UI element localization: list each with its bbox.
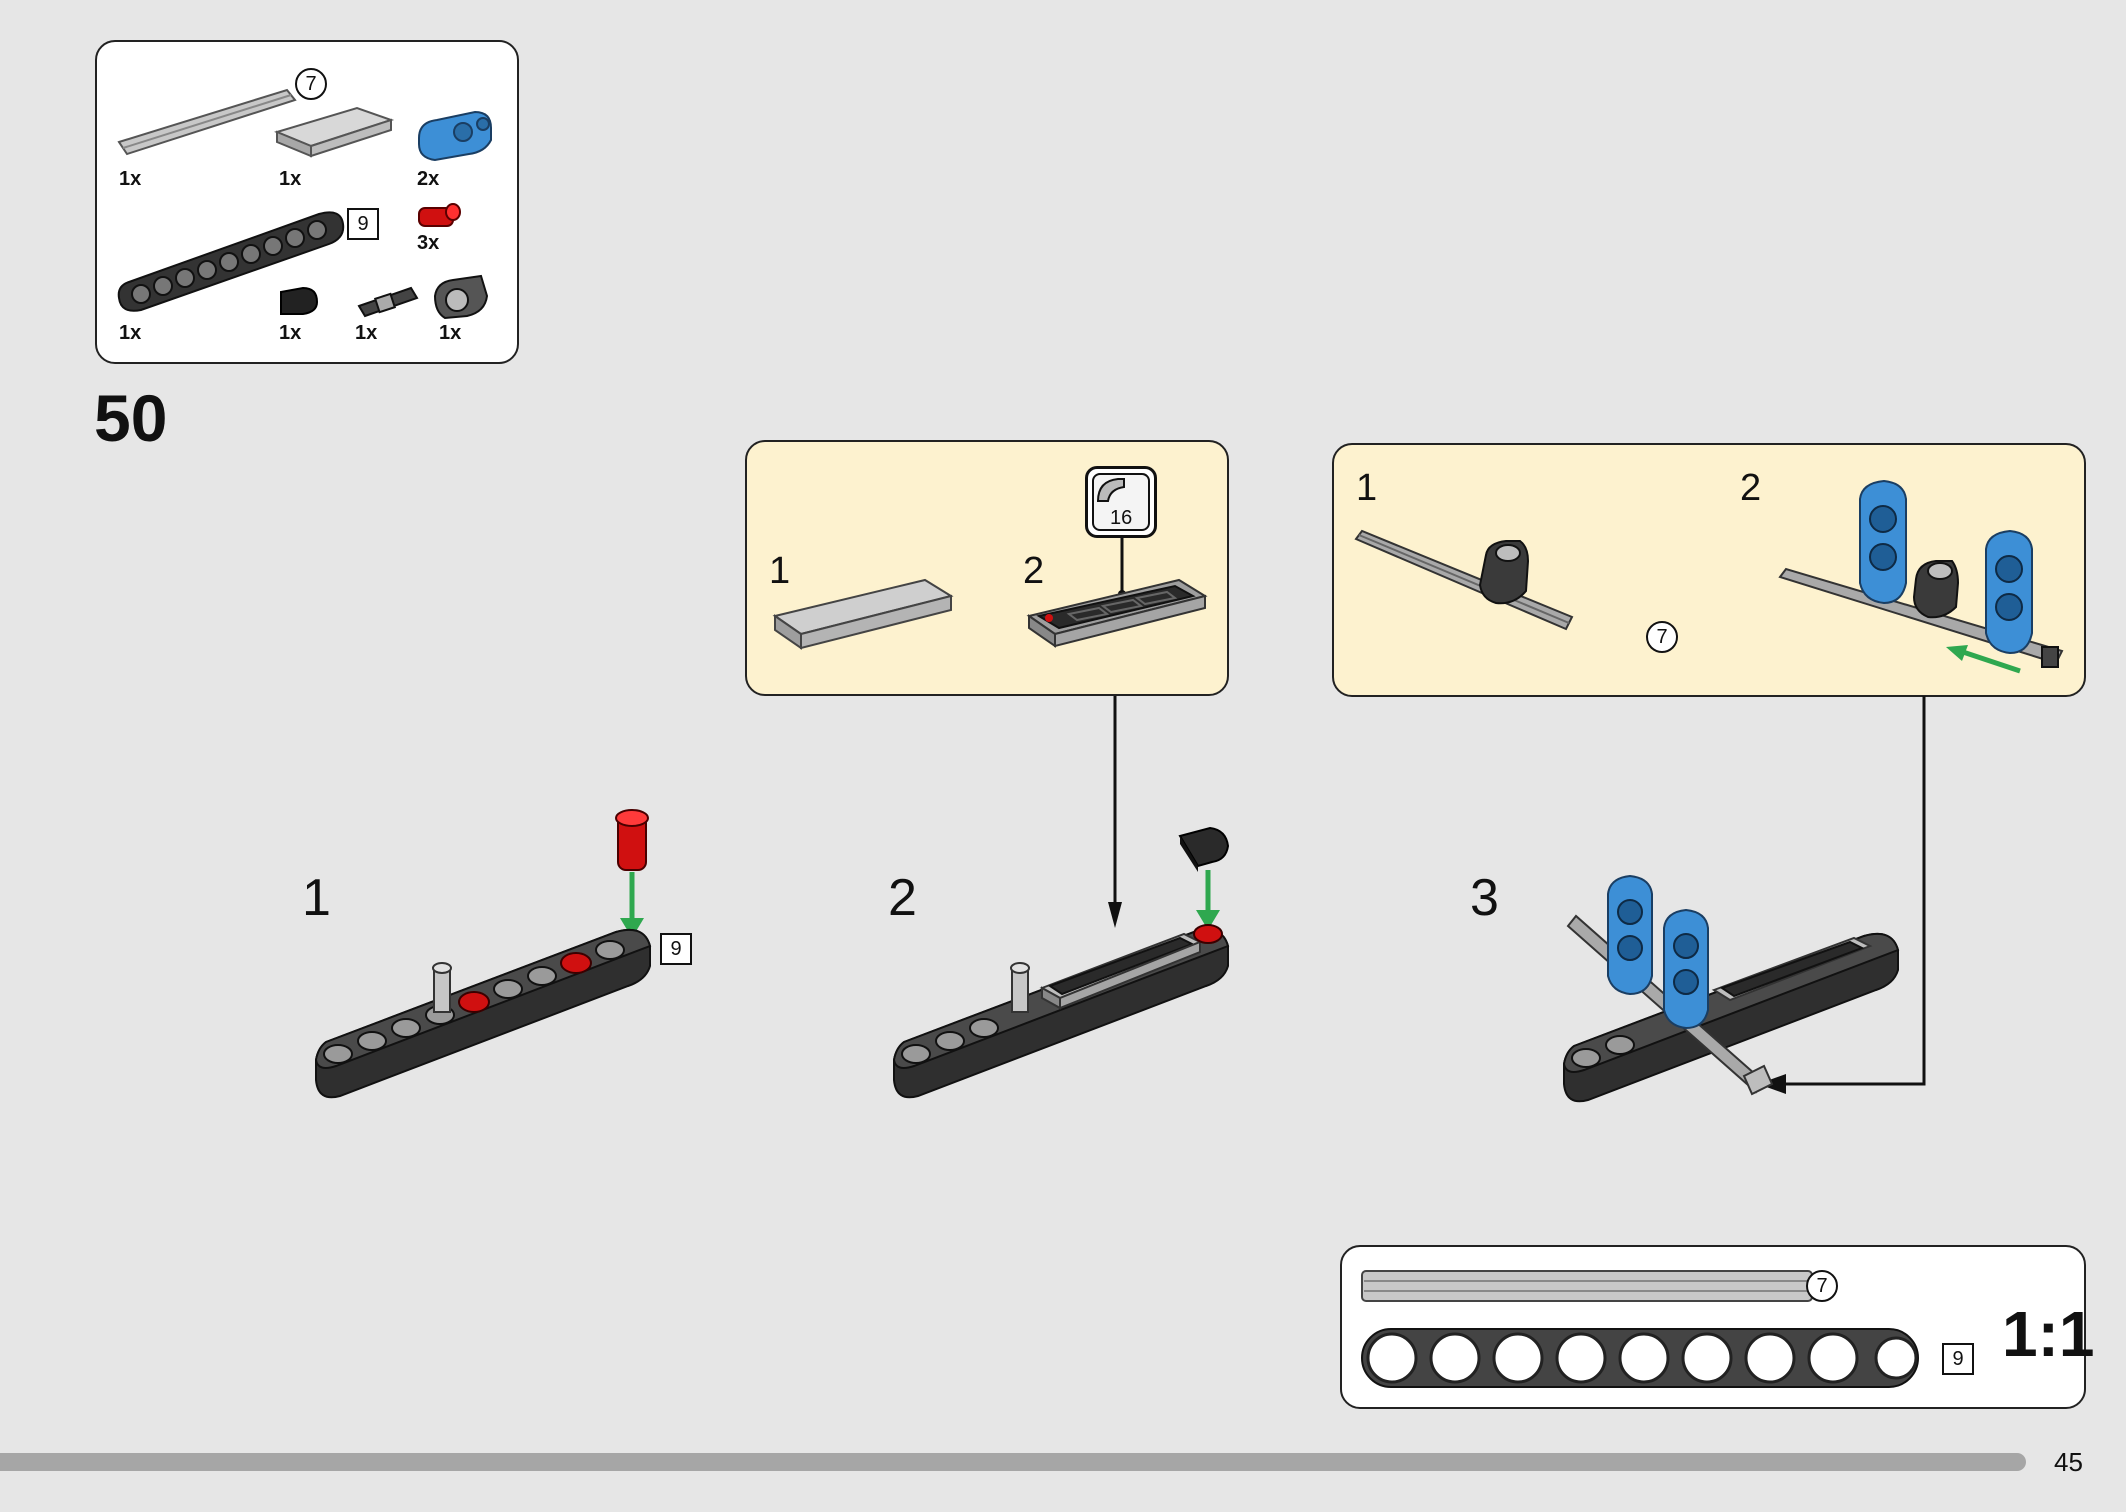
liftarm-part-image (117, 211, 345, 312)
axle-qty: 1x (119, 168, 142, 190)
plain-tile-image (772, 578, 954, 650)
curved-tile-part-image (280, 286, 319, 315)
green-push-arrow (1946, 645, 2021, 674)
scale-liftarm-image (1361, 1328, 1919, 1388)
scale-axle-length-badge: 7 (1806, 1270, 1838, 1302)
axle-pin-qty: 1x (355, 322, 378, 344)
curved-tile-qty: 1x (279, 322, 302, 344)
blue-connector-part-image (418, 110, 492, 162)
substep-1-model-image (314, 809, 652, 1099)
cross-block-qty: 1x (439, 322, 462, 344)
scale-ratio: 1:1 (2002, 1298, 2095, 1370)
substep-1-number: 1 (302, 869, 331, 927)
axle-part-image (117, 88, 297, 156)
cross-block-part-image (433, 274, 489, 320)
liftarm-qty: 1x (119, 322, 142, 344)
sticker-badge: 16 (1085, 466, 1157, 538)
stickered-tile-image (1026, 578, 1208, 648)
substep-2-model-image (892, 826, 1230, 1099)
substep-3-model-image (1562, 874, 1900, 1103)
axle-with-connectors-image (1778, 479, 2064, 668)
scale-axle-image (1361, 1270, 1813, 1302)
tile-part-image (274, 106, 395, 158)
axle-pin-part-image (357, 286, 419, 318)
page-number: 45 (2054, 1447, 2083, 1477)
axle-with-cross-block-image (1354, 529, 1574, 631)
red-pin-part-image (418, 203, 461, 227)
sub-callout-step-2: 2 (1023, 550, 1045, 592)
parts-callout: 7 1x 1x 2x 3x 9 1x 1x 1x (95, 40, 519, 364)
sub-callout-right-step-1: 1 (1356, 467, 1378, 509)
substep-1-liftarm-length: 9 (660, 933, 692, 965)
tile-qty: 1x (279, 168, 302, 190)
sticker-icon (1096, 478, 1125, 502)
axle-length-badge: 7 (295, 68, 327, 100)
substep-2-number: 2 (888, 869, 917, 927)
scale-reference-box: 7 9 1:1 (1340, 1245, 2095, 1409)
sticker-number: 16 (1110, 507, 1133, 529)
substep-3-number: 3 (1470, 869, 1499, 927)
liftarm-length-badge: 9 (347, 208, 379, 240)
sub-callout-step-1: 1 (769, 550, 791, 592)
step-number: 50 (94, 381, 168, 455)
sub-callout-sticker: 1 2 16 (745, 440, 1229, 696)
sub-callout-right-step-2: 2 (1740, 467, 1762, 509)
sub-callout-connectors: 1 7 2 (1332, 443, 2086, 697)
axle-length-badge-callout: 7 (1646, 621, 1678, 653)
red-pin-qty: 3x (417, 232, 440, 254)
scale-liftarm-length-badge: 9 (1942, 1343, 1974, 1375)
page-progress-bar (0, 1453, 2026, 1471)
blue-connector-qty: 2x (417, 168, 440, 190)
substep-2-pointer-arrow (1108, 696, 1122, 928)
